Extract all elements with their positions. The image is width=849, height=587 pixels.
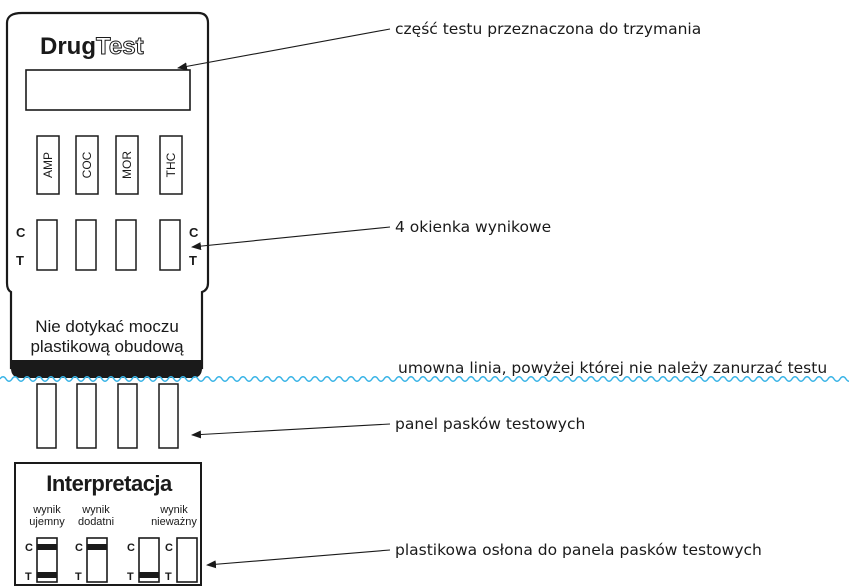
positive-label-2: dodatni — [78, 516, 114, 528]
invalid-label-1: wynik — [159, 504, 188, 516]
inv1-t-label: T — [127, 571, 134, 583]
neg-c-label: C — [25, 542, 33, 554]
drug-labels: AMP COC MOR THC — [36, 135, 183, 195]
drug-label-box-amp — [36, 135, 60, 195]
drug-label-box-coc — [75, 135, 99, 195]
callout-cover: plastikowa osłona do panela pasków testo… — [395, 541, 762, 559]
t-label-left: T — [16, 253, 24, 268]
arrow-strips — [191, 423, 391, 439]
dip-limit-wave-line — [0, 376, 849, 382]
test-device: DrugTest AMP COC MOR THC C T C T Nie dot… — [5, 11, 210, 378]
result-windows — [36, 219, 181, 271]
callout-windows: 4 okienka wynikowe — [395, 218, 551, 236]
inv2-t-label: T — [165, 571, 172, 583]
callout-arrows — [177, 28, 391, 569]
drug-label-amp: AMP — [41, 152, 55, 178]
label-window — [25, 69, 191, 111]
test-strip-4 — [158, 383, 179, 449]
test-strip-3 — [117, 383, 138, 449]
inv1-c-label: C — [127, 542, 135, 554]
brand-outline: Test — [96, 33, 144, 60]
test-strips — [36, 383, 179, 449]
drug-label-box-mor — [115, 135, 139, 195]
drug-label-thc: THC — [164, 152, 178, 177]
c-label-left: C — [16, 225, 26, 240]
positive-label-1: wynik — [81, 504, 110, 516]
inv1-t-line — [139, 572, 159, 578]
inv2-c-label: C — [165, 542, 173, 554]
callout-handle: część testu przeznaczona do trzymania — [395, 20, 701, 38]
brand-bold: Drug — [40, 33, 96, 60]
inv1-window — [138, 537, 160, 583]
neg-c-line — [37, 544, 57, 550]
arrow-windows — [191, 226, 391, 251]
result-window-4 — [159, 219, 181, 271]
negative-label-1: wynik — [32, 504, 61, 516]
arrow-handle — [177, 28, 391, 71]
warning-line-2: plastikową obudową — [30, 337, 184, 356]
neg-t-line — [37, 572, 57, 578]
brand-logo: DrugTest — [40, 33, 144, 60]
callout-dip-line: umowna linia, powyżej której nie należy … — [398, 359, 827, 377]
arrow-cover — [206, 549, 391, 569]
interpretation-title: Interpretacja — [46, 471, 173, 496]
drug-label-mor: MOR — [120, 151, 134, 179]
invalid-label-2: nieważny — [151, 516, 197, 528]
device-base-band — [11, 360, 202, 378]
negative-label-2: ujemny — [29, 516, 65, 528]
pos-t-label: T — [75, 571, 82, 583]
inv2-window — [176, 537, 198, 583]
result-window-2 — [75, 219, 97, 271]
interpretation-cover: Interpretacja wynik ujemny wynik dodatni… — [14, 462, 202, 586]
pos-c-line — [87, 544, 107, 550]
test-strip-1 — [36, 383, 57, 449]
t-label-right: T — [189, 253, 197, 268]
callout-strips: panel pasków testowych — [395, 415, 585, 433]
drug-label-coc: COC — [80, 151, 94, 178]
result-window-3 — [115, 219, 137, 271]
test-strip-2 — [76, 383, 97, 449]
warning-line-1: Nie dotykać moczu — [35, 317, 179, 336]
pos-c-label: C — [75, 542, 83, 554]
neg-t-label: T — [25, 571, 32, 583]
drug-label-box-thc — [159, 135, 183, 195]
result-window-1 — [36, 219, 58, 271]
c-label-right: C — [189, 225, 199, 240]
